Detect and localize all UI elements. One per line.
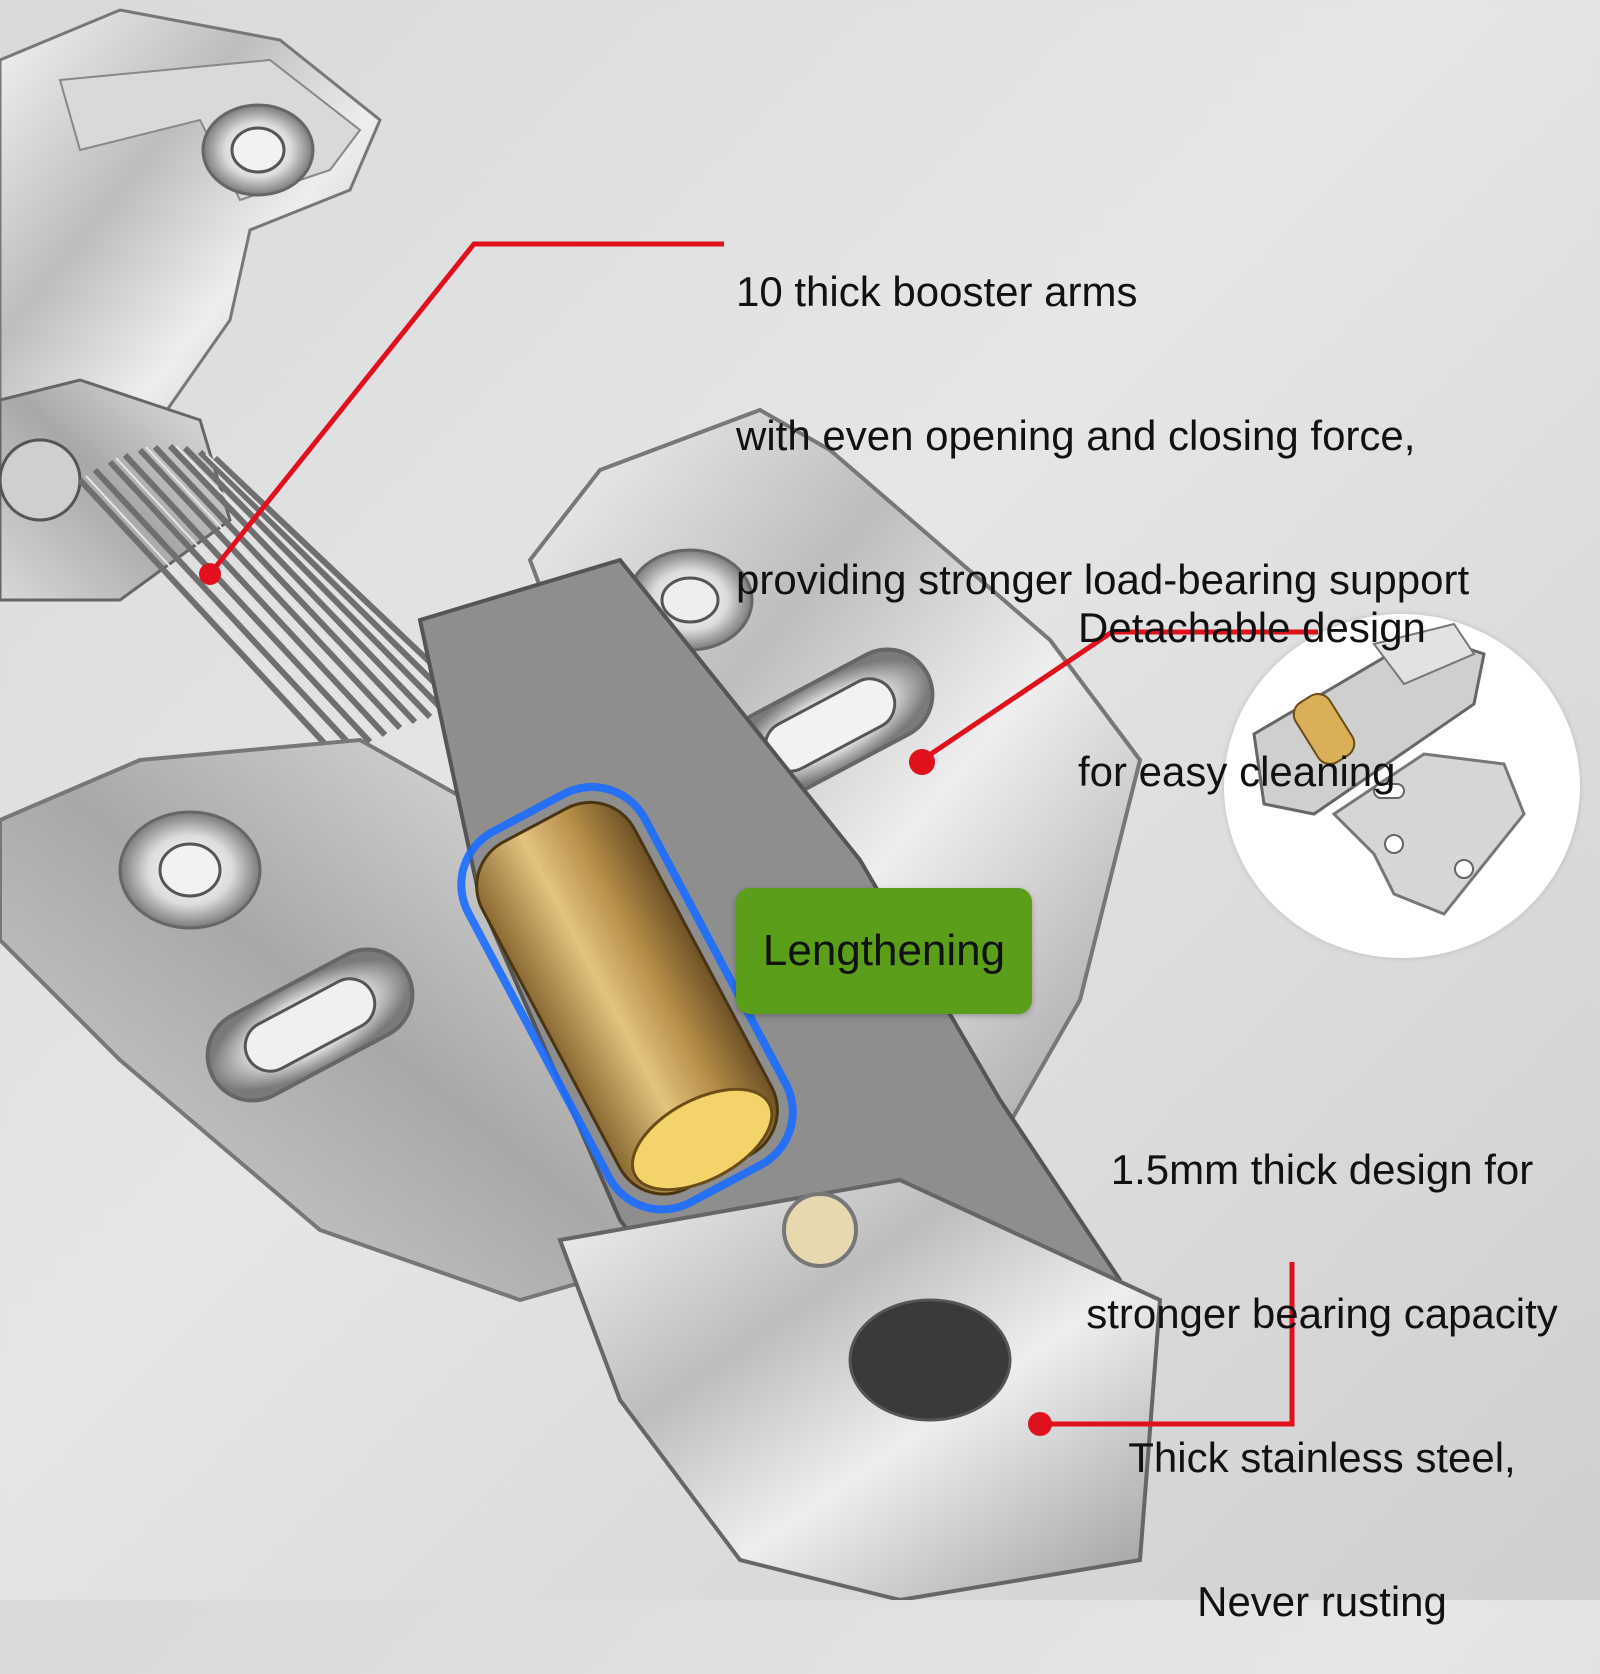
caption-line: with even opening and closing force, (736, 412, 1416, 459)
callout-dot-cup (1028, 1412, 1052, 1436)
detached-parts-inset (1224, 614, 1580, 958)
caption-line: stronger bearing capacity (1086, 1290, 1558, 1337)
detachable-caption: Detachable design for easy cleaning (1078, 508, 1426, 844)
caption-line: for easy cleaning (1078, 748, 1396, 795)
detached-hinge-illustration (1252, 622, 1526, 916)
caption-line: providing stronger load-bearing support (736, 556, 1470, 603)
caption-line: 10 thick booster arms (736, 268, 1138, 315)
caption-line: Thick stainless steel, (1128, 1434, 1516, 1481)
caption-line: Detachable design (1078, 604, 1426, 651)
lengthening-text: Lengthening (762, 926, 1006, 975)
caption-line: 1.5mm thick design for (1110, 1146, 1534, 1193)
callout-dot-arms (199, 563, 221, 585)
booster-arms-caption: 10 thick booster arms with even opening … (736, 172, 1469, 652)
hydraulic-damper (457, 782, 797, 1214)
callout-dot-plate (909, 749, 935, 775)
thickness-caption: 1.5mm thick design for stronger bearing … (1052, 1050, 1592, 1674)
callout-lines (208, 241, 1318, 1427)
hinge-illustration (0, 8, 1318, 1600)
booster-springs (77, 443, 478, 763)
lengthening-label: Lengthening (736, 888, 1032, 1014)
caption-line: Never rusting (1197, 1578, 1447, 1625)
